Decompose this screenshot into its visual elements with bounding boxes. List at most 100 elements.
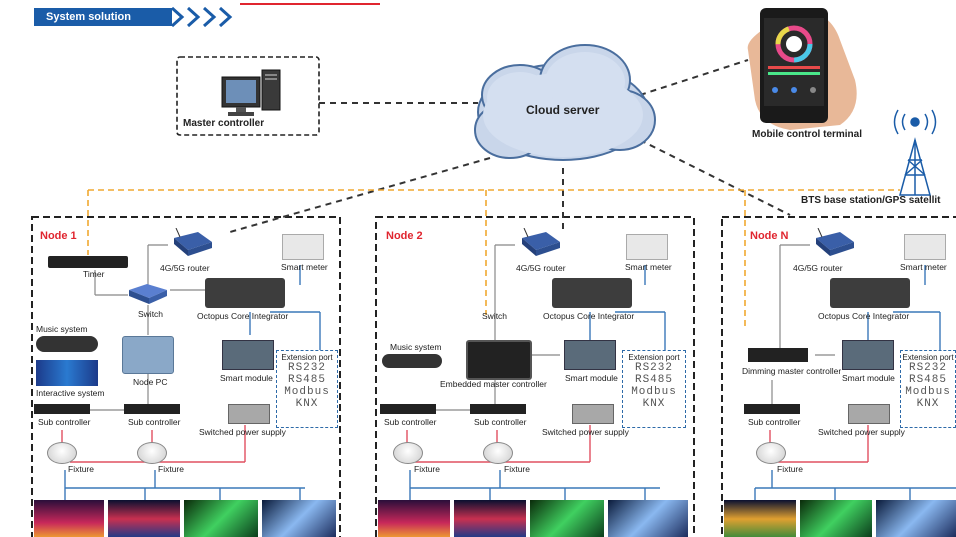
integrator-device xyxy=(205,278,285,308)
fixture-icon xyxy=(137,442,167,464)
lighting-photo xyxy=(608,500,688,537)
master-label: Master controller xyxy=(183,118,265,129)
power-supply-device xyxy=(228,404,270,424)
protocol-knx: KNX xyxy=(295,398,319,410)
nodeN-frame xyxy=(721,216,956,537)
extension-title: Extension port xyxy=(902,353,954,362)
protocol-rs485: RS485 xyxy=(287,374,326,386)
smart-module-device xyxy=(564,340,616,370)
dimming-label: Dimming master controller xyxy=(742,366,842,376)
music-label: Music system xyxy=(36,324,88,334)
sub-controller-label: Sub controller xyxy=(128,417,181,427)
fixture-icon xyxy=(393,442,423,464)
sub-controller-device xyxy=(34,404,90,414)
mobile-label: Mobile control terminal xyxy=(752,129,863,140)
protocol-modbus: Modbus xyxy=(905,386,951,398)
sub-controller-device xyxy=(380,404,436,414)
node1-frame xyxy=(31,216,341,537)
node2-title: Node 2 xyxy=(386,230,423,242)
fixture-label: Fixture xyxy=(777,464,803,474)
meter-device xyxy=(904,234,946,260)
sub-controller-device xyxy=(124,404,180,414)
sub-controller-device xyxy=(744,404,800,414)
lighting-photo xyxy=(876,500,956,537)
speaker-device xyxy=(36,336,98,352)
protocol-rs232: RS232 xyxy=(287,362,326,374)
phone-icon xyxy=(747,8,857,130)
fixture-label: Fixture xyxy=(504,464,530,474)
section-banner: System solution xyxy=(34,8,172,26)
extension-title: Extension port xyxy=(281,353,333,362)
chevron-right-icon xyxy=(170,6,233,28)
smart-module-label: Smart module xyxy=(842,373,895,383)
fixture-label: Fixture xyxy=(68,464,94,474)
psu-label: Switched power supply xyxy=(818,427,905,437)
integrator-device xyxy=(552,278,632,308)
sub-controller-label: Sub controller xyxy=(474,417,527,427)
sub-controller-label: Sub controller xyxy=(748,417,801,427)
extension-title: Extension port xyxy=(628,353,680,362)
meter-label: Smart meter xyxy=(281,262,328,272)
lighting-photo xyxy=(34,500,104,537)
integrator-device xyxy=(830,278,910,308)
timer-device xyxy=(48,256,128,268)
fixture-icon xyxy=(756,442,786,464)
integrator-label: Octopus Core Integrator xyxy=(197,311,289,321)
extension-port-box: Extension port RS232 RS485 Modbus KNX xyxy=(900,350,956,428)
power-supply-device xyxy=(848,404,890,424)
lighting-photo xyxy=(530,500,604,537)
extension-port-box: Extension port RS232 RS485 Modbus KNX xyxy=(622,350,686,428)
protocol-modbus: Modbus xyxy=(284,386,330,398)
router-icon xyxy=(816,228,854,256)
lighting-photo xyxy=(184,500,258,537)
fixture-icon xyxy=(47,442,77,464)
meter-label: Smart meter xyxy=(625,262,672,272)
psu-label: Switched power supply xyxy=(199,427,286,437)
sub-controller-label: Sub controller xyxy=(38,417,91,427)
router-icon xyxy=(522,228,560,256)
protocol-rs232: RS232 xyxy=(908,362,947,374)
switch-icon xyxy=(129,284,167,304)
router-icon xyxy=(174,228,212,256)
protocol-rs485: RS485 xyxy=(634,374,673,386)
computer-icon xyxy=(221,69,281,116)
timer-label: Timer xyxy=(83,269,105,279)
router-label: 4G/5G router xyxy=(516,263,566,273)
nodeN-title: Node N xyxy=(750,230,789,242)
master-frame xyxy=(176,56,320,136)
fixture-icon xyxy=(483,442,513,464)
integrator-label: Octopus Core Integrator xyxy=(818,311,910,321)
speaker-device xyxy=(382,354,442,368)
lighting-photo xyxy=(108,500,180,537)
protocol-knx: KNX xyxy=(642,398,666,410)
lighting-photo xyxy=(800,500,872,537)
meter-device xyxy=(626,234,668,260)
interactive-label: Interactive system xyxy=(36,388,105,398)
switch-label: Switch xyxy=(138,309,164,319)
smart-module-device xyxy=(842,340,894,370)
router-label: 4G/5G router xyxy=(793,263,843,273)
bts-label: BTS base station/GPS satellit xyxy=(801,195,941,206)
protocol-knx: KNX xyxy=(916,398,940,410)
node1-title: Node 1 xyxy=(40,230,77,242)
node-pc-device xyxy=(122,336,174,374)
protocol-rs232: RS232 xyxy=(634,362,673,374)
lighting-photo xyxy=(378,500,450,537)
lighting-photo xyxy=(454,500,526,537)
fixture-label: Fixture xyxy=(158,464,184,474)
meter-device xyxy=(282,234,324,260)
power-supply-device xyxy=(572,404,614,424)
node2-frame xyxy=(375,216,695,537)
node-pc-label: Node PC xyxy=(133,377,168,387)
embedded-label: Embedded master controller xyxy=(440,379,547,389)
switch-label: Switch xyxy=(482,311,508,321)
protocol-modbus: Modbus xyxy=(631,386,677,398)
dimming-controller-device xyxy=(748,348,808,362)
cloud-label: Cloud server xyxy=(526,103,600,117)
lighting-photo xyxy=(724,500,796,537)
meter-label: Smart meter xyxy=(900,262,947,272)
tower-icon xyxy=(893,109,937,196)
cloud-icon xyxy=(474,44,656,161)
